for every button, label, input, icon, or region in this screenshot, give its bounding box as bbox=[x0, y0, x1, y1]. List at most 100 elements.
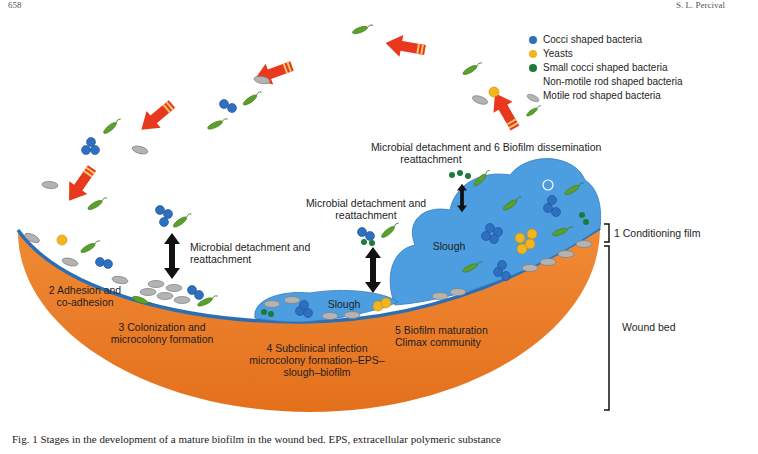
dissemination-arrows bbox=[134, 96, 179, 139]
stage-label: 1 Conditioning film bbox=[614, 227, 756, 239]
stage-label: 3 Colonization and microcolony formation bbox=[110, 321, 214, 345]
bacteria bbox=[195, 291, 204, 300]
bacteria bbox=[457, 170, 463, 176]
detachment-arrows bbox=[164, 233, 180, 279]
bacteria bbox=[548, 196, 557, 205]
bacteria bbox=[543, 180, 553, 190]
slough bbox=[255, 290, 398, 322]
bacteria bbox=[380, 221, 400, 239]
legend-swatch bbox=[529, 36, 537, 44]
bacteria bbox=[517, 244, 527, 254]
stage-label: 4 Subclinical infection microcolony form… bbox=[246, 342, 388, 378]
bacteria bbox=[366, 232, 375, 241]
bacteria bbox=[304, 309, 313, 318]
bacteria bbox=[156, 206, 165, 215]
bacteria bbox=[140, 289, 156, 296]
bacteria bbox=[207, 117, 229, 131]
bacteria bbox=[148, 281, 164, 288]
bacteria bbox=[522, 265, 538, 272]
bacteria bbox=[264, 301, 280, 308]
figure-caption: Fig. 1 Stages in the development of a ma… bbox=[12, 433, 752, 445]
stage-label: Microbial detachment and reattachment bbox=[294, 197, 438, 221]
dissemination-arrows bbox=[60, 32, 524, 207]
legend-text: Small cocci shaped bacteria bbox=[543, 62, 668, 74]
bacteria bbox=[102, 117, 122, 135]
bacteria bbox=[23, 231, 40, 244]
stage-label: Wound bed bbox=[622, 321, 742, 333]
bacteria bbox=[164, 210, 173, 219]
bacteria bbox=[197, 294, 219, 308]
bacteria bbox=[261, 309, 267, 315]
slough bbox=[390, 159, 600, 305]
bacteria bbox=[450, 289, 466, 296]
bacteria bbox=[220, 100, 229, 109]
bacteria bbox=[112, 275, 129, 285]
dissemination-arrows bbox=[384, 32, 427, 61]
bacteria bbox=[91, 146, 100, 155]
detachment-arrows bbox=[164, 184, 467, 293]
bacteria bbox=[131, 145, 148, 156]
bacteria bbox=[502, 272, 511, 281]
bacteria bbox=[174, 297, 190, 304]
bacteria bbox=[369, 240, 375, 246]
bacteria bbox=[583, 219, 589, 225]
bacteria bbox=[166, 285, 182, 292]
bacteria bbox=[564, 181, 586, 197]
bacteria bbox=[498, 261, 507, 270]
legend-text: Yeasts bbox=[543, 48, 573, 60]
bacteria bbox=[157, 293, 173, 300]
bacteria bbox=[352, 23, 374, 35]
legend-swatch bbox=[529, 50, 537, 58]
bacteria bbox=[87, 196, 109, 212]
legend-text: Non-motile rod shaped bacteria bbox=[543, 76, 683, 88]
page-header: 658 bbox=[8, 0, 48, 10]
bacteria bbox=[61, 257, 78, 268]
bacteria bbox=[579, 212, 585, 218]
bacteria bbox=[172, 212, 193, 229]
stage-label: 6 Biofilm dissemination bbox=[494, 141, 624, 153]
bacteria bbox=[526, 93, 540, 103]
dissemination-arrows bbox=[485, 88, 524, 134]
stage-label: 2 Adhesion and co-adhesion bbox=[48, 284, 122, 308]
dissemination-arrows bbox=[60, 162, 101, 207]
bacteria bbox=[132, 295, 154, 307]
stage-label: Microbial detachment and reattachment bbox=[370, 141, 492, 165]
brackets bbox=[604, 224, 609, 410]
stage-label: 5 Biofilm maturation Climax community bbox=[395, 324, 495, 348]
bacteria bbox=[527, 229, 537, 239]
detachment-arrows bbox=[365, 247, 381, 293]
bacteria bbox=[540, 259, 556, 266]
region-label: Slough bbox=[426, 240, 472, 252]
bacteria bbox=[471, 94, 488, 106]
bacteria bbox=[490, 235, 499, 244]
bacteria bbox=[358, 228, 367, 237]
bacteria bbox=[344, 312, 360, 319]
detachment-arrows bbox=[457, 184, 467, 213]
bacteria bbox=[558, 251, 574, 258]
bacteria bbox=[57, 235, 67, 245]
bacteria bbox=[576, 241, 592, 248]
bacteria bbox=[300, 301, 309, 310]
bacteria bbox=[515, 233, 525, 243]
bacteria bbox=[552, 225, 574, 237]
bacteria bbox=[96, 258, 105, 267]
bacteria bbox=[462, 260, 484, 274]
brackets bbox=[604, 224, 609, 242]
bacteria bbox=[242, 90, 263, 107]
bacteria bbox=[449, 172, 455, 178]
bacteria bbox=[473, 168, 492, 187]
bacteria bbox=[462, 61, 484, 77]
bacteria bbox=[80, 239, 102, 255]
bacteria bbox=[322, 313, 338, 320]
bacteria bbox=[544, 204, 553, 213]
legend-text: Cocci shaped bacteria bbox=[543, 34, 642, 46]
bacteria bbox=[465, 173, 471, 179]
bacteria bbox=[482, 232, 491, 241]
bacteria bbox=[23, 23, 592, 320]
bacteria bbox=[284, 297, 300, 304]
bacteria bbox=[254, 75, 271, 85]
bacteria bbox=[381, 298, 391, 308]
dissemination-arrows bbox=[251, 56, 296, 90]
bacteria bbox=[552, 208, 561, 217]
bacteria bbox=[489, 87, 499, 97]
